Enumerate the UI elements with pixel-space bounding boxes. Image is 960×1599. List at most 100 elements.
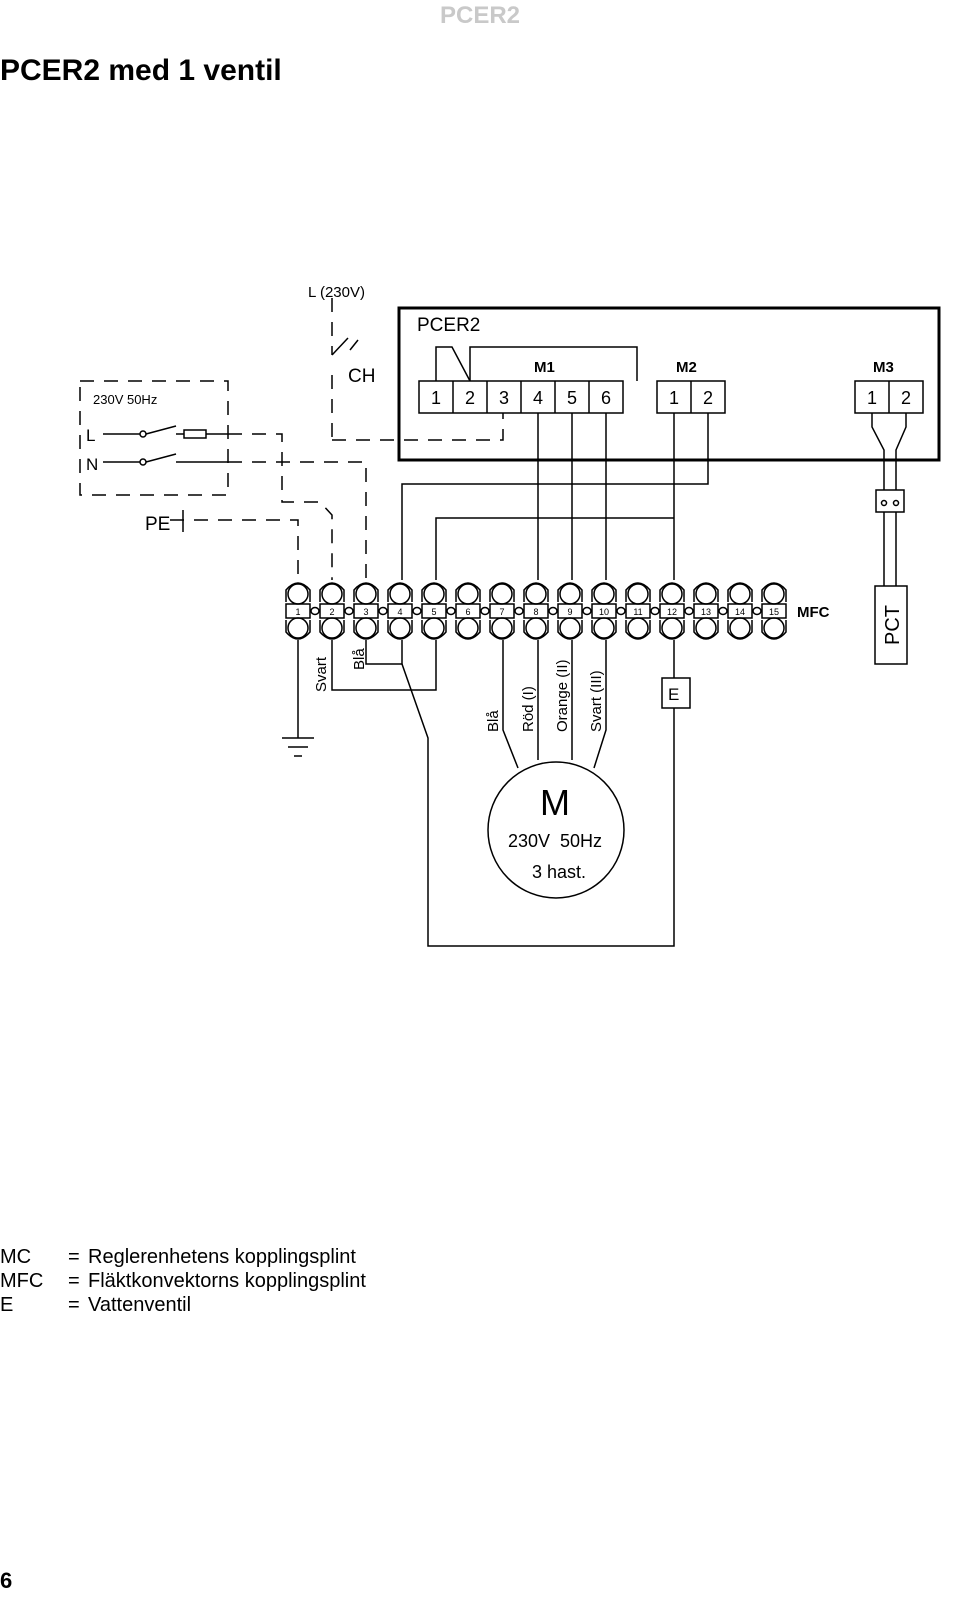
terminal-screw: [763, 617, 785, 639]
terminal-screw: [321, 583, 343, 605]
m1-label: M1: [534, 359, 555, 376]
terminal-screw-top: [421, 582, 447, 602]
terminal-screw-top: [761, 582, 787, 602]
controller-terminal-number: 6: [601, 388, 611, 408]
terminal-link: [378, 606, 388, 616]
terminal-number: 15: [769, 607, 779, 617]
terminal-screw-bottom: [659, 620, 685, 640]
controller-terminal-number: 4: [533, 388, 543, 408]
terminal-number: 6: [465, 607, 470, 617]
wire-color-bla-upper: Blå: [351, 648, 368, 670]
terminal-screw: [457, 617, 479, 639]
terminal-screw-top: [625, 582, 651, 602]
mfc-terminal: 1: [285, 582, 320, 640]
legend-key: E: [0, 1294, 14, 1316]
terminal-screw-top: [557, 582, 583, 602]
terminal-screw-bottom: [489, 620, 515, 640]
terminal-screw: [593, 617, 615, 639]
controller-label: PCER2: [417, 315, 480, 336]
terminal-screw: [729, 583, 751, 605]
terminal-screw: [423, 617, 445, 639]
terminal-screw: [287, 583, 309, 605]
terminal-screw-top: [353, 582, 379, 602]
mfc-terminal: 11: [625, 582, 660, 640]
terminal-link: [718, 606, 728, 616]
controller-terminal-number: 1: [669, 388, 679, 408]
legend-row: E = Vattenventil: [0, 1293, 366, 1317]
terminal-screw-bottom: [455, 620, 481, 640]
mfc-terminal: 8: [523, 582, 558, 640]
motor: [487, 761, 625, 899]
wire-color-svart: Svart: [313, 656, 330, 692]
legend-key: MC: [0, 1246, 32, 1268]
terminal-screw: [491, 617, 513, 639]
mfc-terminal: 4: [387, 582, 422, 640]
terminal-number: 12: [667, 607, 677, 617]
legend-key: MFC: [0, 1270, 44, 1292]
terminal-number: 5: [431, 607, 436, 617]
terminal-screw-top: [285, 582, 311, 602]
mfc-terminal: 2: [319, 582, 354, 640]
terminal-screw-top: [523, 582, 549, 602]
terminal-screw-top: [591, 582, 617, 602]
neutral-label: N: [86, 455, 98, 474]
terminal-screw: [729, 617, 751, 639]
controller-box: [397, 306, 941, 462]
terminal-link: [684, 606, 694, 616]
terminal-number: 2: [329, 607, 334, 617]
mfc-terminal: 3: [353, 582, 388, 640]
mfc-terminal: 12: [659, 582, 694, 640]
terminal-screw-bottom: [693, 620, 719, 640]
legend-equals: =: [68, 1246, 80, 1268]
terminal-screw: [321, 617, 343, 639]
mfc-terminal: 6: [455, 582, 490, 640]
controller-terminal-number: 5: [567, 388, 577, 408]
controller-terminal-number: 2: [703, 388, 713, 408]
terminal-screw: [389, 617, 411, 639]
sensor-label: PCT: [882, 605, 904, 645]
terminal-screw-bottom: [421, 620, 447, 640]
terminal-number: 4: [397, 607, 402, 617]
pct-sensor: [874, 585, 908, 665]
terminal-screw: [661, 617, 683, 639]
terminal-number: 1: [295, 607, 300, 617]
terminal-screw-bottom: [625, 620, 651, 640]
legend-equals: =: [68, 1270, 80, 1292]
terminal-link: [480, 606, 490, 616]
terminal-screw-bottom: [557, 620, 583, 640]
supply-line-label: L (230V): [308, 284, 365, 301]
terminal-link: [752, 606, 762, 616]
terminal-screw-bottom: [285, 620, 311, 640]
mfc-terminal: 13: [693, 582, 728, 640]
m3-label: M3: [873, 359, 894, 376]
terminal-number: 11: [633, 607, 642, 617]
wire-color-svart-iii: Svart (III): [588, 670, 605, 732]
terminal-screw: [695, 583, 717, 605]
legend-equals: =: [68, 1294, 80, 1316]
terminal-number: 13: [701, 607, 711, 617]
motor-voltage: 230V 50Hz: [508, 831, 602, 851]
terminal-screw-bottom: [387, 620, 413, 640]
motor-label: M: [540, 782, 570, 823]
terminal-screw-bottom: [591, 620, 617, 640]
mfc-terminal: 7: [489, 582, 524, 640]
terminal-screw: [525, 583, 547, 605]
legend-row: MC = Reglerenhetens kopplingsplint: [0, 1245, 366, 1269]
valve-box: [661, 677, 691, 709]
valve-label: E: [668, 685, 679, 704]
terminal-link: [446, 606, 456, 616]
controller-terminal-number: 2: [901, 388, 911, 408]
pct-connector: [875, 489, 905, 513]
mfc-terminal: 5: [421, 582, 456, 640]
terminal-screw: [763, 583, 785, 605]
supply-label: 230V 50Hz: [93, 392, 157, 407]
mfc-terminal: 9: [557, 582, 592, 640]
controller-terminal-number: 1: [867, 388, 877, 408]
terminal-link: [310, 606, 320, 616]
controller-terminal-number: 1: [431, 388, 441, 408]
supply-box: [79, 380, 229, 496]
terminal-screw: [559, 583, 581, 605]
wire-color-orange: Orange (II): [554, 659, 571, 732]
m2-label: M2: [676, 359, 697, 376]
terminal-screw: [627, 583, 649, 605]
